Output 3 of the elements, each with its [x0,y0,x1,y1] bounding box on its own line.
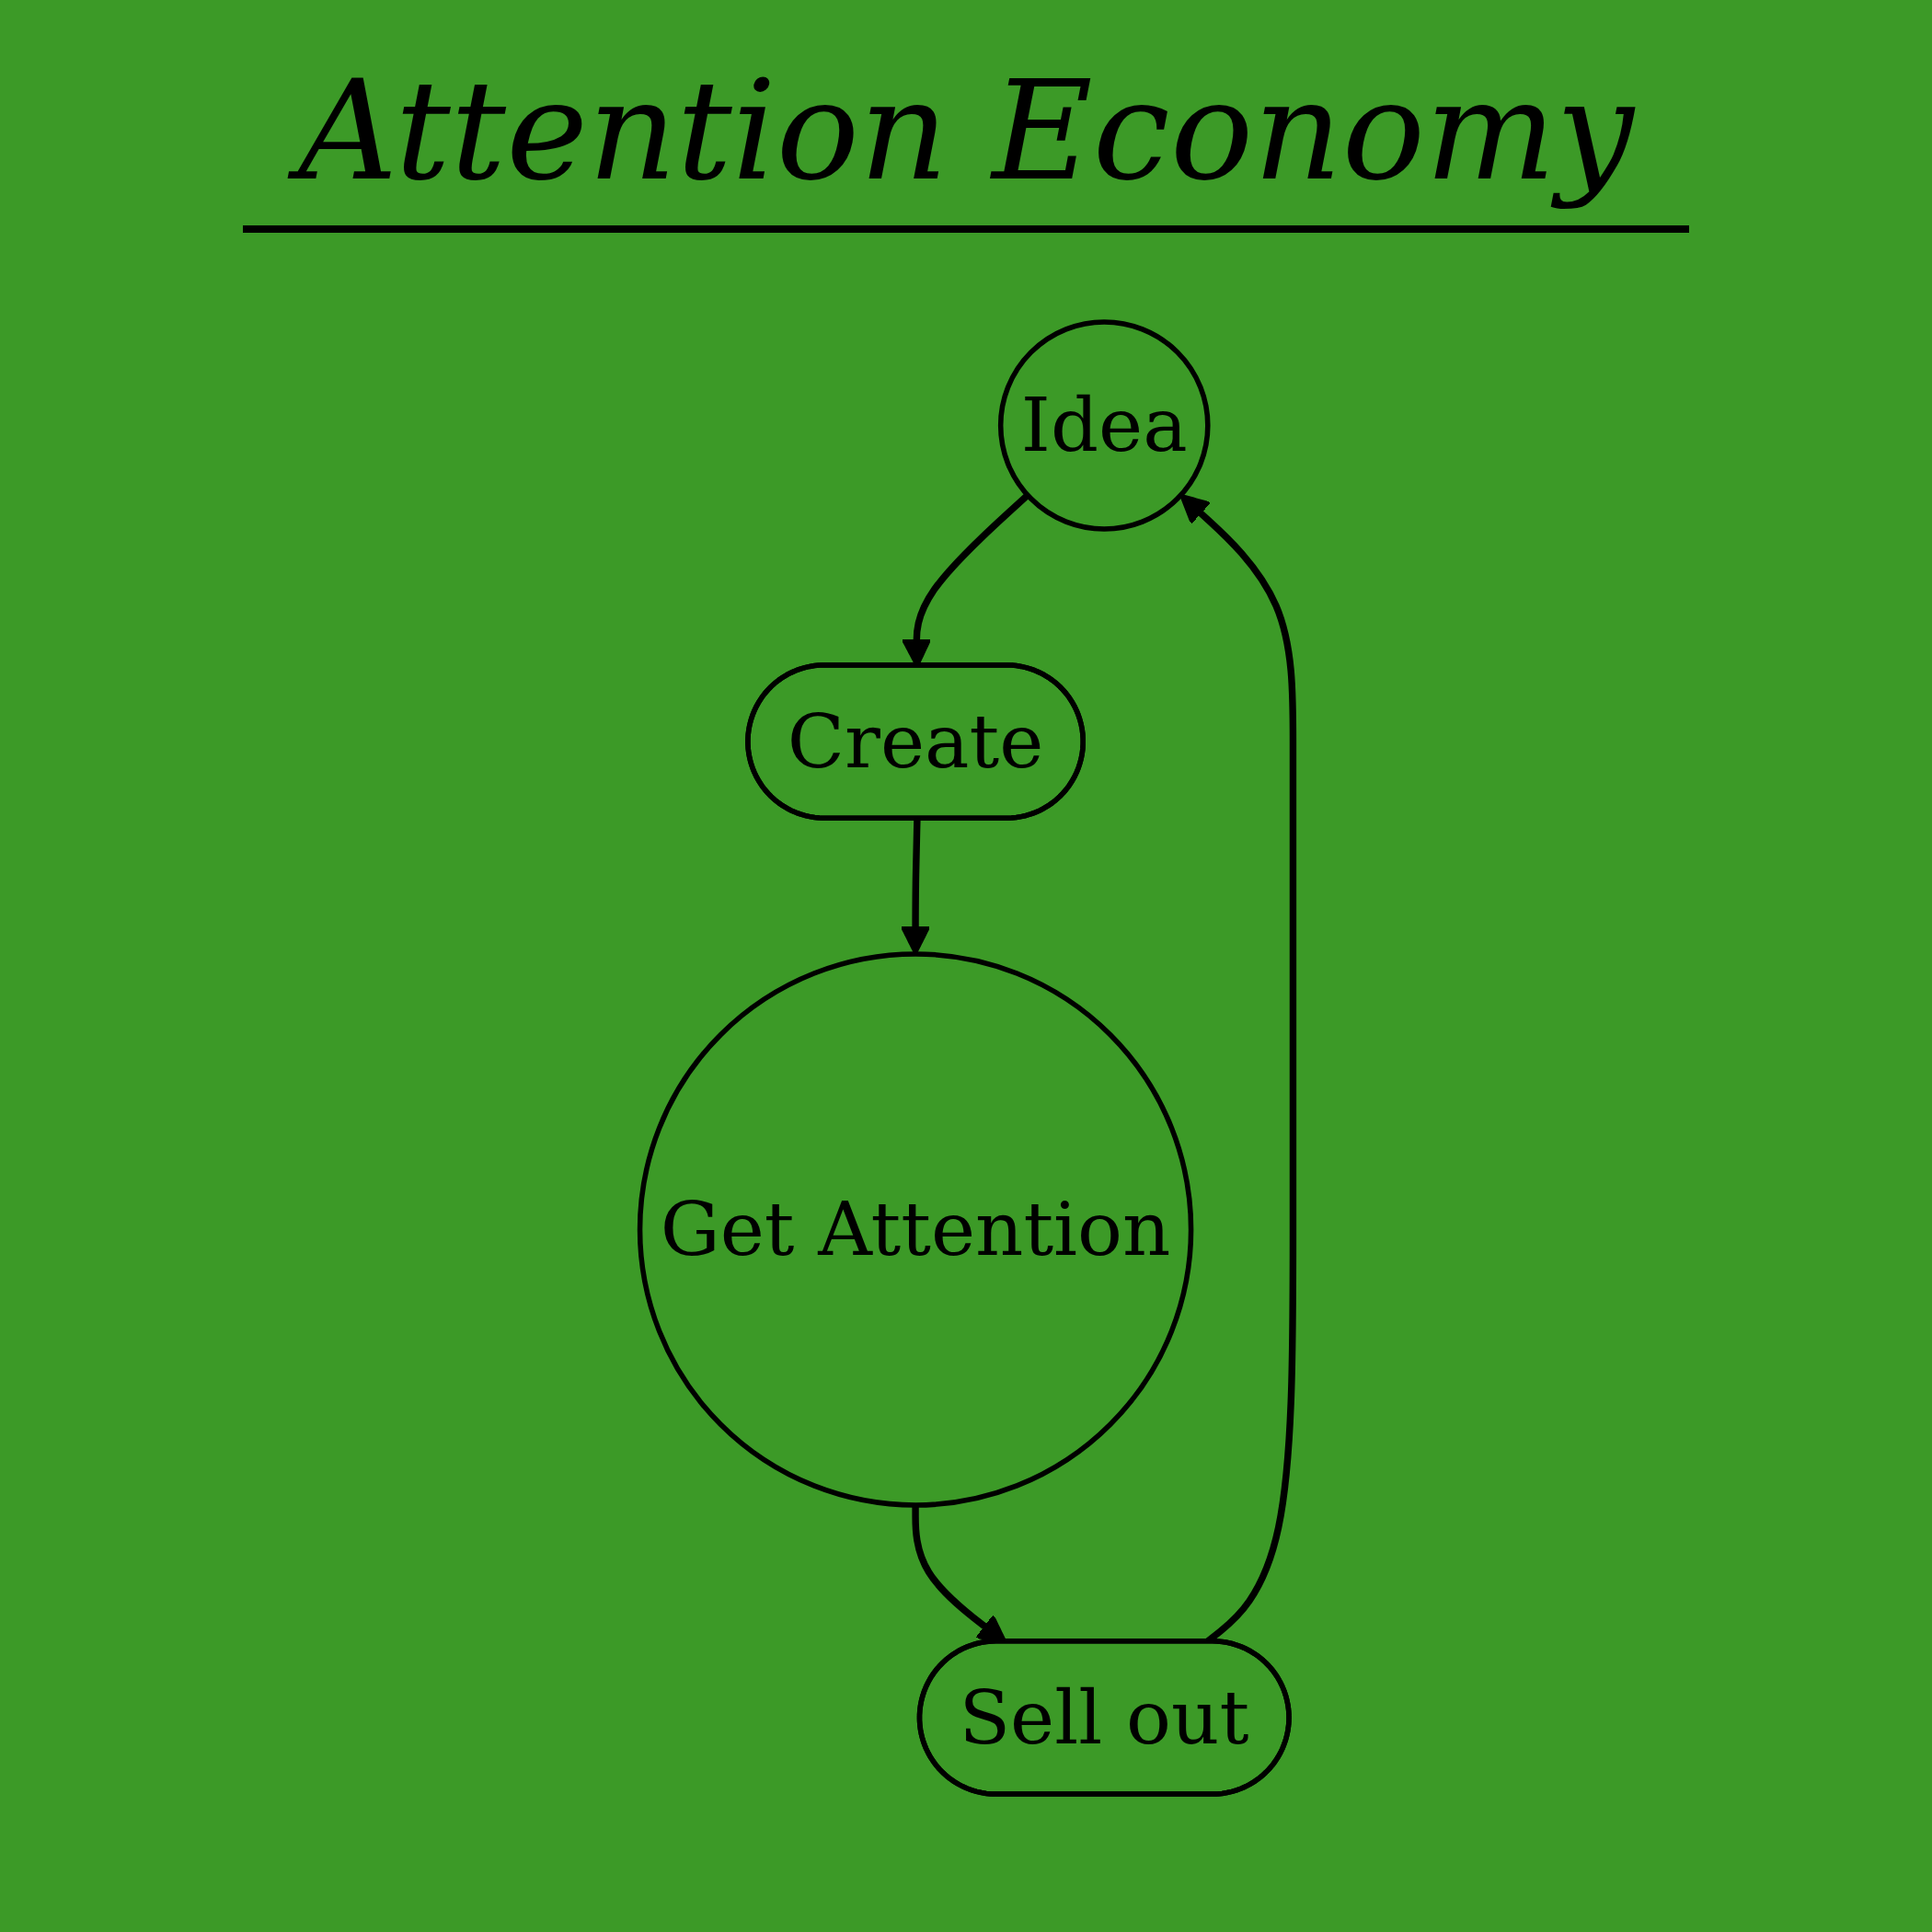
node-circle: Idea [997,319,1211,532]
title: Attention Economy [242,55,1690,233]
node-circle: Get Attention [637,951,1193,1508]
